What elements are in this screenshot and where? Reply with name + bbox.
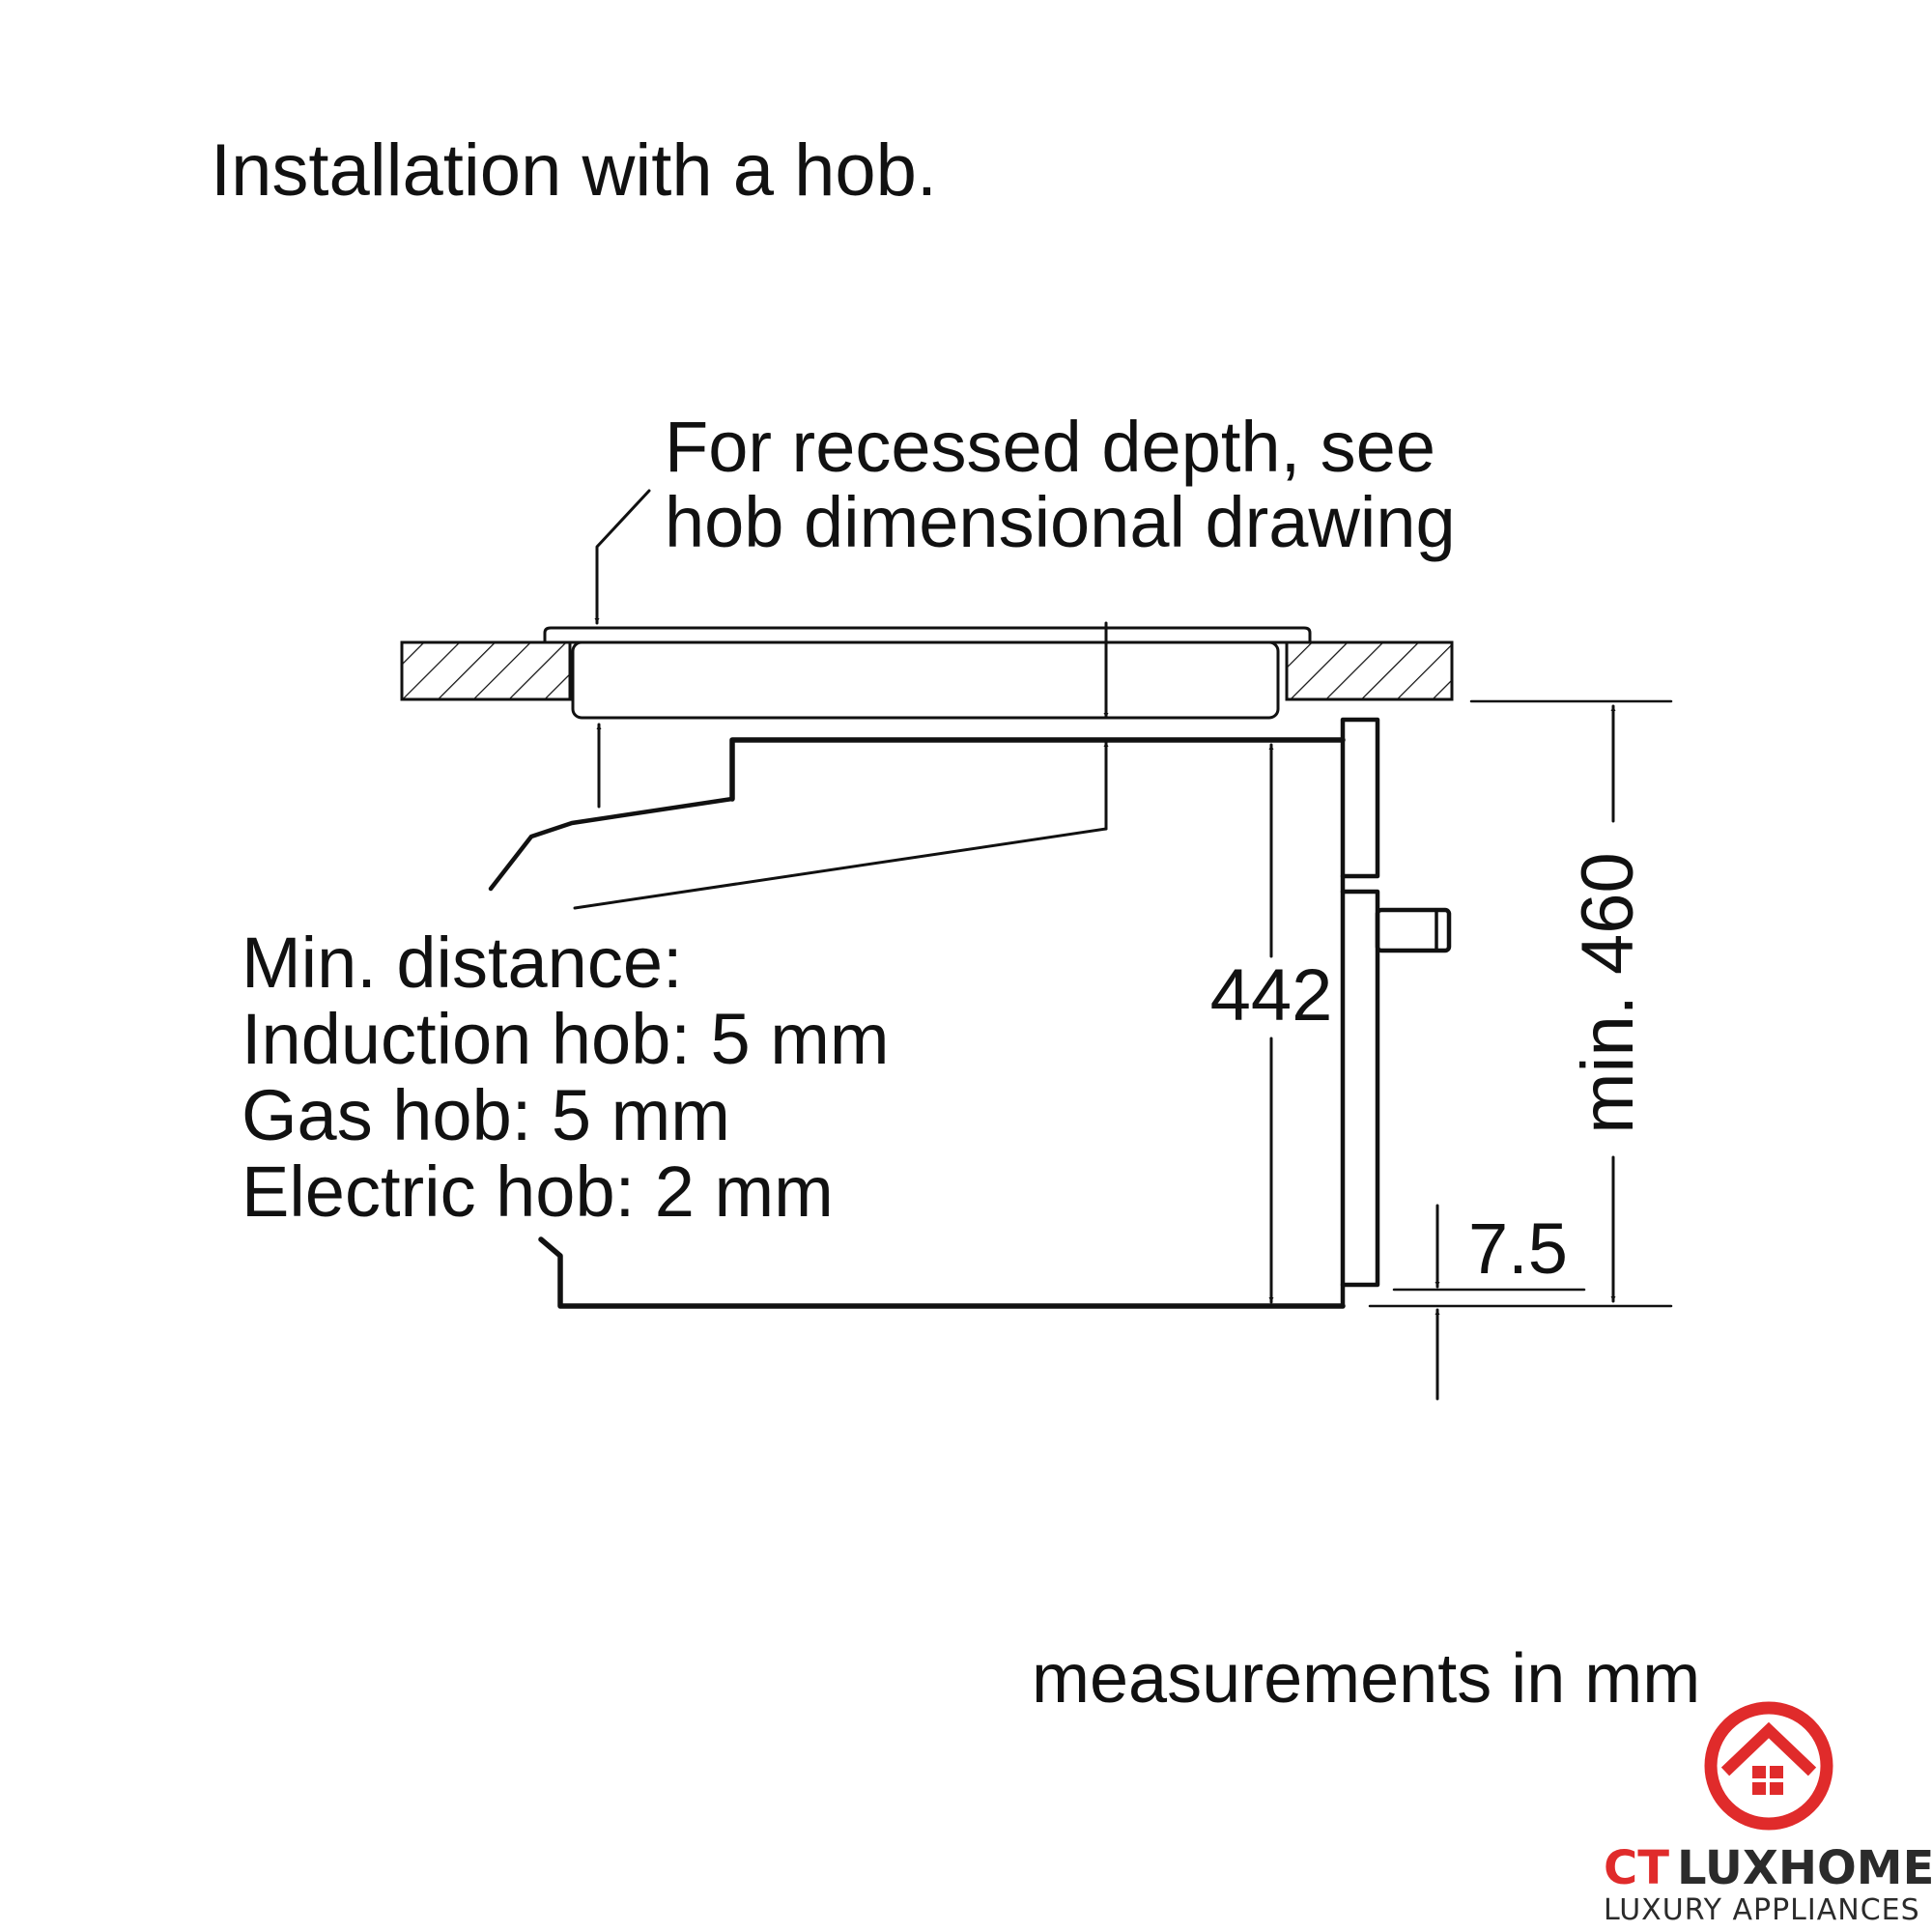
gap-arrows xyxy=(596,621,1109,831)
dimension-442-label: 442 xyxy=(1210,954,1333,1037)
callout-leader xyxy=(594,489,651,625)
min-distance-item-electric: Electric hob: 2 mm xyxy=(242,1151,834,1232)
worktop-left xyxy=(400,640,572,701)
min-distance-heading: Min. distance: xyxy=(242,923,683,1003)
min-distance-item-gas: Gas hob: 5 mm xyxy=(242,1075,730,1155)
brand-ct: CT xyxy=(1604,1841,1669,1895)
dimension-min-460 xyxy=(1368,699,1673,1308)
dimension-min-460-label: min. 460 xyxy=(1567,852,1649,1134)
dimension-7-5-label: 7.5 xyxy=(1468,1208,1568,1289)
diagram-title: Installation with a hob. xyxy=(211,129,937,212)
appliance-outline xyxy=(538,737,1346,1309)
hob xyxy=(543,626,1312,720)
callout-line-1: For recessed depth, see xyxy=(665,407,1435,487)
brand-luxhome: LUXHOME xyxy=(1677,1841,1932,1895)
min-distance-item-induction: Induction hob: 5 mm xyxy=(242,999,889,1079)
house-icon xyxy=(1720,1721,1817,1795)
min-distance-leaders xyxy=(488,796,1108,910)
worktop-right xyxy=(1285,640,1454,701)
callout-line-2: hob dimensional drawing xyxy=(665,482,1456,562)
control-knob xyxy=(1375,907,1452,953)
dimension-7-5 xyxy=(1392,1204,1586,1401)
units-note: measurements in mm xyxy=(1032,1640,1700,1718)
appliance-door xyxy=(1340,717,1380,1309)
brand-tagline: LUXURY APPLIANCES xyxy=(1604,1893,1920,1927)
